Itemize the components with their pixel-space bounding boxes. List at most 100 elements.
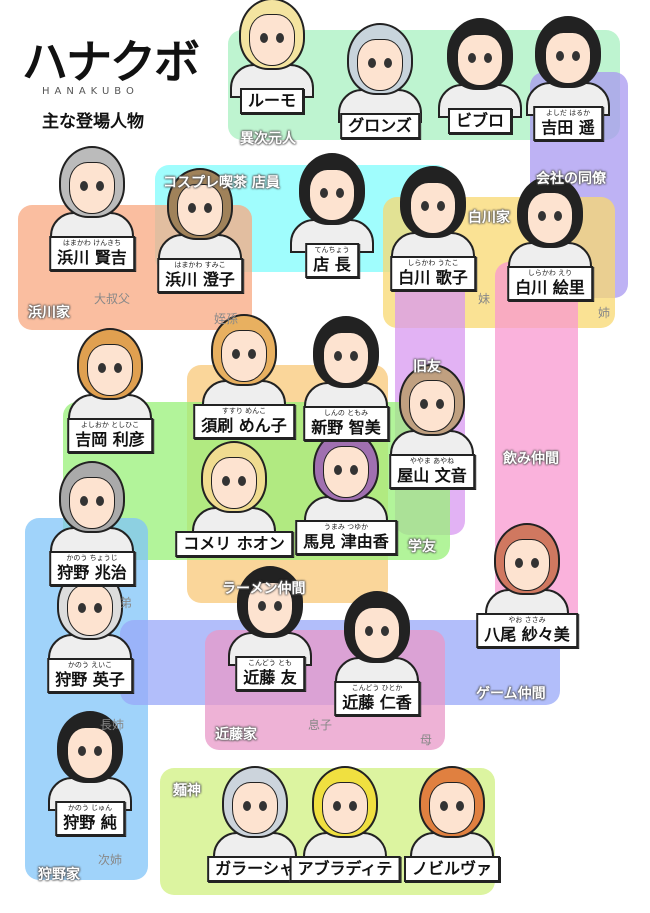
group-label-kyuyu: 旧友 [413, 359, 441, 375]
character-name: 浜川 澄子 [165, 270, 235, 289]
character-portrait [35, 703, 145, 813]
name-label: ルーモ [239, 88, 305, 114]
relation-label: 姪孫 [214, 312, 239, 326]
character-name: 狩野 兆治 [57, 563, 127, 582]
relation-label: 母 [420, 733, 433, 747]
character-name: 新野 智美 [311, 418, 381, 437]
character-portrait [215, 558, 325, 668]
character-name: 八尾 紗々美 [484, 625, 570, 644]
name-label: かのう じゅん狩野 純 [55, 801, 125, 836]
character-portrait [37, 453, 147, 563]
furigana: よしだ はるか [545, 109, 591, 117]
character-name: 近藤 友 [243, 668, 297, 687]
face-icon [249, 14, 295, 66]
name-label: ノビルヴァ [403, 856, 501, 882]
character-name: 屋山 文音 [397, 466, 467, 485]
logo-title: ハナクボ [22, 35, 200, 89]
face-icon [504, 539, 550, 591]
furigana: かのう じゅん [67, 804, 113, 812]
character-name: 狩野 純 [63, 813, 117, 832]
furigana: こんどう とも [247, 659, 293, 667]
character-name: グロンズ [348, 116, 412, 135]
character-portrait [290, 758, 400, 868]
name-label: てんちょう店 長 [305, 243, 359, 278]
group-label-cosplay: コスプレ喫茶 店員 [163, 175, 280, 191]
group-label-ramen: ラーメン仲間 [222, 581, 306, 597]
character-portrait [217, 0, 327, 100]
relation-label: 姉 [598, 306, 611, 320]
character-name: 狩野 英子 [55, 670, 125, 689]
name-label: ガラーシャ [207, 856, 303, 882]
face-icon [545, 32, 591, 84]
character-name: 白川 歌子 [398, 268, 468, 287]
relation-label: 長姉 [100, 718, 125, 732]
furigana: てんちょう [314, 246, 350, 254]
furigana: はまかわ すみこ [174, 261, 226, 269]
relation-label: 弟 [120, 596, 133, 610]
character-portrait [291, 422, 401, 532]
name-label: アブラディテ [289, 856, 401, 882]
character-name: 吉岡 利彦 [75, 430, 145, 449]
character-name: 近藤 仁香 [342, 693, 412, 712]
character-name: ガラーシャ [215, 859, 295, 878]
face-icon [323, 446, 369, 498]
logo-romaji: HANAKUBO [42, 86, 139, 97]
furigana: かのう ちょうじ [66, 554, 118, 562]
character-name: 馬見 津由香 [303, 532, 389, 551]
furigana: うまみ つゆか [323, 523, 369, 531]
relation-label: 大叔父 [94, 292, 131, 306]
character-portrait [513, 8, 623, 118]
name-label: はまかわ すみこ浜川 澄子 [157, 258, 243, 293]
name-label: こんどう とも近藤 友 [235, 656, 305, 691]
name-label: ビブロ [447, 108, 513, 134]
face-icon [232, 782, 278, 834]
name-label: グロンズ [340, 113, 420, 139]
face-icon [354, 607, 400, 659]
character-name: ノビルヴァ [411, 859, 493, 878]
face-icon [409, 380, 455, 432]
character-portrait [145, 160, 255, 270]
face-icon [221, 330, 267, 382]
furigana: よしおか としひこ [80, 421, 140, 429]
character-portrait [291, 308, 401, 418]
face-icon [429, 782, 475, 834]
character-name: 浜川 賢吉 [57, 248, 127, 267]
relation-label: 次姉 [98, 853, 123, 867]
character-portrait [189, 306, 299, 416]
face-icon [69, 477, 115, 529]
character-name: 店 長 [313, 255, 351, 274]
name-label: やお ささみ八尾 紗々美 [476, 613, 578, 648]
character-portrait [277, 145, 387, 255]
face-icon [67, 584, 113, 636]
face-icon [211, 457, 257, 509]
group-label-menshin: 麺神 [173, 783, 201, 799]
character-name: 白川 絵里 [515, 278, 585, 297]
group-label-hamakawa: 浜川家 [28, 305, 70, 321]
name-label: すすり めんこ須刷 めん子 [193, 404, 295, 439]
name-label: うまみ つゆか馬見 津由香 [295, 520, 397, 555]
furigana: はまかわ けんきち [62, 239, 122, 247]
furigana: しらかわ えり [527, 269, 573, 277]
relation-label: 息子 [308, 718, 333, 732]
face-icon [247, 582, 293, 634]
group-label-kaisha: 会社の同僚 [536, 171, 606, 187]
character-portrait [37, 138, 147, 248]
character-name: ビブロ [455, 111, 505, 130]
group-label-gakuyu: 学友 [408, 539, 436, 555]
face-icon [67, 727, 113, 779]
face-icon [87, 344, 133, 396]
relation-label: 妹 [478, 292, 491, 306]
face-icon [410, 182, 456, 234]
furigana: かのう えいこ [67, 661, 113, 669]
name-label: はまかわ けんきち浜川 賢吉 [49, 236, 135, 271]
logo: ハナクボ HANAKUBO 主な登場人物 [22, 35, 200, 132]
furigana: ややま あやね [409, 457, 455, 465]
character-name: アブラディテ [297, 859, 393, 878]
character-portrait [472, 515, 582, 625]
name-label: よしだ はるか吉田 遥 [533, 106, 603, 141]
name-label: かのう ちょうじ狩野 兆治 [49, 551, 135, 586]
character-name: 須刷 めん子 [201, 416, 287, 435]
furigana: やお ささみ [508, 616, 546, 624]
character-name: 吉田 遥 [541, 118, 595, 137]
